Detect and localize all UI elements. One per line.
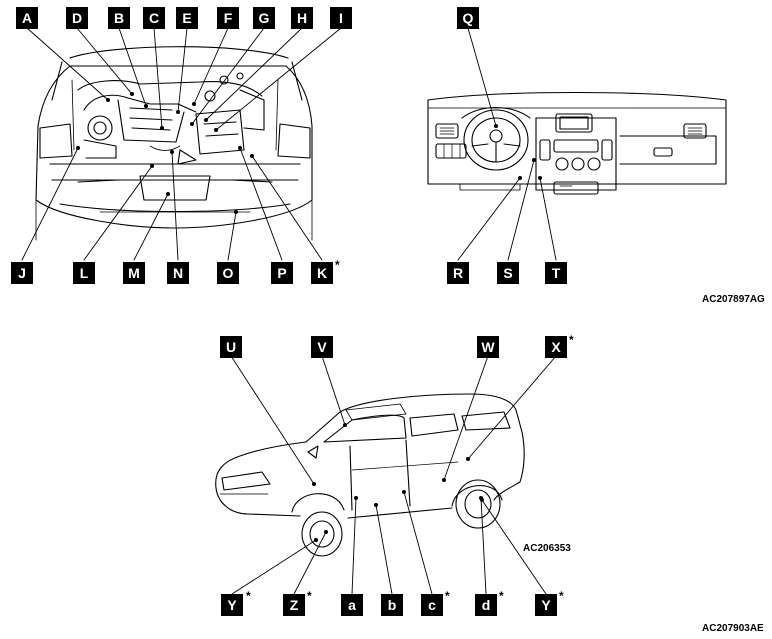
dashboard-drawing <box>427 91 727 195</box>
label-T: T <box>545 262 567 284</box>
code-top: AC207897AG <box>702 294 765 305</box>
label-M: M <box>123 262 145 284</box>
asterisk-Y-front: * <box>246 589 251 603</box>
label-d: d <box>475 594 497 616</box>
label-G: G <box>253 7 275 29</box>
label-F: F <box>217 7 239 29</box>
label-C: C <box>143 7 165 29</box>
code-car: AC206353 <box>523 543 571 554</box>
leader-lines <box>21 27 557 595</box>
label-O: O <box>217 262 239 284</box>
label-V: V <box>311 336 333 358</box>
label-I: I <box>330 7 352 29</box>
asterisk-c: * <box>445 589 450 603</box>
label-J: J <box>11 262 33 284</box>
label-R: R <box>447 262 469 284</box>
label-Q: Q <box>457 7 479 29</box>
label-P: P <box>271 262 293 284</box>
label-b: b <box>381 594 403 616</box>
label-D: D <box>66 7 88 29</box>
label-X: X <box>545 336 567 358</box>
label-U: U <box>220 336 242 358</box>
label-K: K <box>311 262 333 284</box>
label-Z: Z <box>283 594 305 616</box>
car-drawing <box>215 393 525 557</box>
label-Y-rear: Y <box>535 594 557 616</box>
code-bottom: AC207903AE <box>702 623 764 634</box>
label-L: L <box>73 262 95 284</box>
label-W: W <box>477 336 499 358</box>
asterisk-Z: * <box>307 589 312 603</box>
label-H: H <box>291 7 313 29</box>
label-B: B <box>108 7 130 29</box>
engine-bay-drawing <box>35 46 313 241</box>
label-Y-front: Y <box>221 594 243 616</box>
label-A: A <box>16 7 38 29</box>
asterisk-d: * <box>499 589 504 603</box>
label-E: E <box>176 7 198 29</box>
asterisk-X: * <box>569 333 574 347</box>
label-c: c <box>421 594 443 616</box>
label-N: N <box>167 262 189 284</box>
leader-dots <box>76 92 542 542</box>
asterisk-K: * <box>335 258 340 272</box>
label-S: S <box>497 262 519 284</box>
label-a: a <box>341 594 363 616</box>
asterisk-Y-rear: * <box>559 589 564 603</box>
